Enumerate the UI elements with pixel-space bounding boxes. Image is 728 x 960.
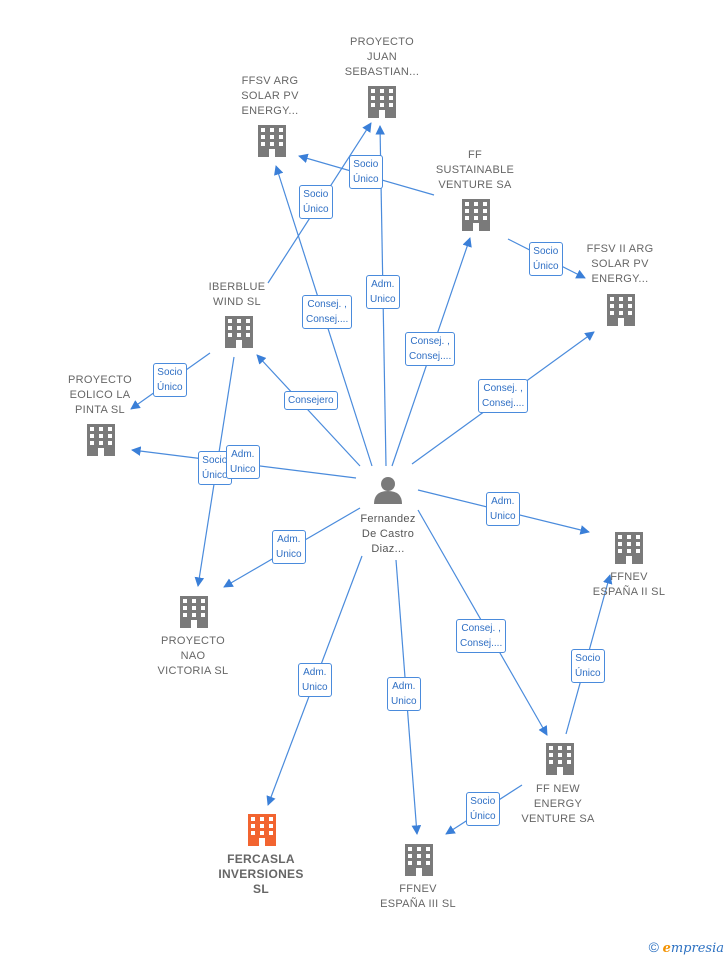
copyright-notice: © empresia (649, 939, 724, 956)
person-icon[interactable] (374, 477, 402, 504)
company-label-ffsv2[interactable]: FFSV II ARG SOLAR PV ENERGY... (586, 243, 654, 285)
relation-label: Consej. , Consej.... (456, 619, 507, 653)
building-icon[interactable] (546, 743, 574, 775)
relation-label: Socio Único (349, 155, 383, 189)
building-icon[interactable] (368, 86, 396, 118)
relation-label: Consejero (284, 390, 338, 410)
building-icon[interactable] (180, 596, 208, 628)
relation-label: Consej. , Consej.... (405, 332, 456, 366)
brand-logo: empresia (662, 941, 724, 956)
building-icon[interactable] (225, 316, 253, 348)
copyright-icon: © (648, 939, 659, 955)
building-icon[interactable] (248, 814, 276, 846)
relation-label: Socio Único (299, 185, 333, 219)
company-label-juan[interactable]: PROYECTO JUAN SEBASTIAN... (344, 36, 420, 78)
company-label-ffsust[interactable]: FF SUSTAINABLE VENTURE SA (435, 149, 515, 191)
building-icon[interactable] (462, 199, 490, 231)
building-icon[interactable] (615, 532, 643, 564)
relation-label: Adm. Unico (272, 530, 306, 564)
relation-label: Socio Único (153, 363, 187, 397)
building-icon[interactable] (87, 424, 115, 456)
relation-label: Socio Único (571, 649, 605, 683)
company-label-ffnev2[interactable]: FFNEV ESPAÑA II SL (592, 571, 666, 598)
company-label-ffnew[interactable]: FF NEW ENERGY VENTURE SA (521, 783, 595, 825)
company-label-ffsvarg[interactable]: FFSV ARG SOLAR PV ENERGY... (241, 75, 299, 117)
building-icon[interactable] (258, 125, 286, 157)
relation-label: Consej. , Consej.... (478, 379, 529, 413)
relation-edge-r8 (256, 354, 361, 467)
relation-label: Adm. Unico (226, 445, 260, 479)
company-label-nao[interactable]: PROYECTO NAO VICTORIA SL (157, 635, 229, 677)
relation-label: Socio Único (466, 792, 500, 826)
relation-label: Adm. Unico (298, 663, 332, 697)
relation-label: Adm. Unico (486, 492, 520, 526)
building-icon[interactable] (405, 844, 433, 876)
company-label-ffnev3[interactable]: FFNEV ESPAÑA III SL (380, 883, 456, 910)
relation-label: Consej. , Consej.... (302, 295, 353, 329)
relation-label: Adm. Unico (366, 275, 400, 309)
person-label[interactable]: Fernandez De Castro Diaz... (360, 513, 416, 555)
company-label-pinta[interactable]: PROYECTO EOLICO LA PINTA SL (68, 374, 132, 416)
building-icon[interactable] (607, 294, 635, 326)
company-label-fercasla[interactable]: FERCASLA INVERSIONES SL (218, 852, 304, 896)
relation-label: Adm. Unico (387, 677, 421, 711)
relation-label: Socio Único (198, 451, 232, 485)
company-label-iberblue[interactable]: IBERBLUE WIND SL (208, 281, 266, 308)
relation-label: Socio Único (529, 242, 563, 276)
